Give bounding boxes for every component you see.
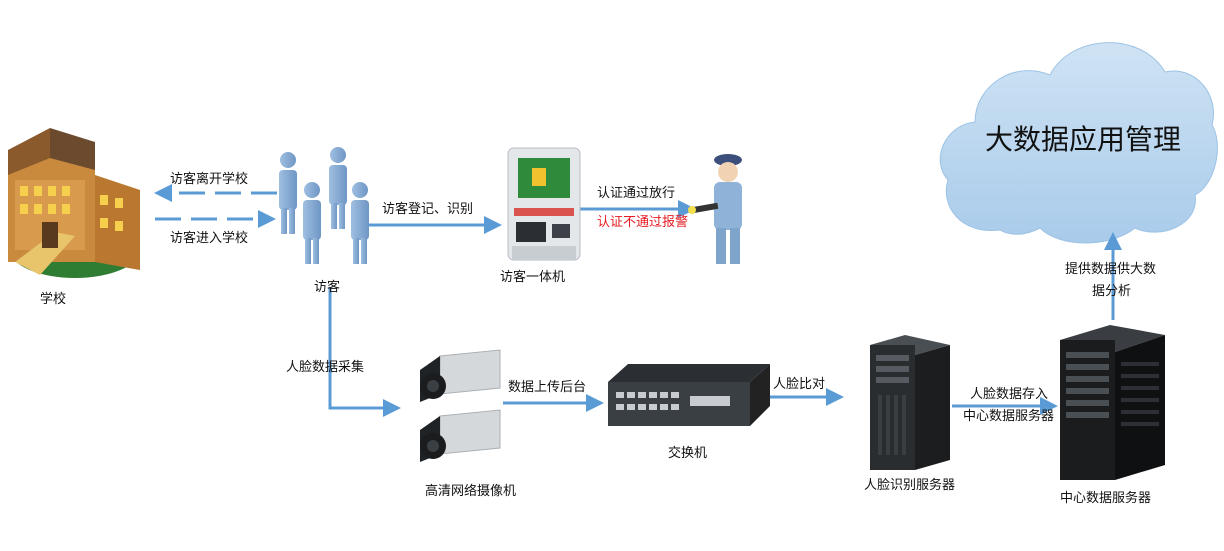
node-label-data-center: 中心数据服务器 [1060,491,1152,506]
edge-label-store-line1: 人脸数据存入 [970,387,1049,402]
camera-icon [420,349,501,402]
face-server-icon [870,335,950,470]
switch-icon [608,364,770,426]
arrows [154,184,1122,417]
edge-label-compare: 人脸比对 [773,377,826,392]
arrow-face-capture [328,287,401,417]
data-center-icon [1060,325,1165,480]
edge-label-provide-line2: 据分析 [1092,284,1132,299]
node-label-kiosk: 访客一体机 [500,270,566,285]
edge-label-alarm: 认证不通过报警 [597,215,689,230]
node-label-school: 学校 [40,292,67,307]
camera-icon [420,409,501,462]
node-label-switch: 交换机 [668,446,708,461]
person-figure [279,152,297,234]
edge-label-store-line2: 中心数据服务器 [963,409,1055,424]
edge-label-leave-school: 访客离开学校 [170,172,249,187]
visitors-icon [279,147,369,264]
person-figure [351,182,369,264]
edge-label-enter-school: 访客进入学校 [170,231,249,246]
person-figure [329,147,347,229]
school-icon [8,128,140,278]
node-label-face-server: 人脸识别服务器 [864,478,956,493]
edge-label-upload: 数据上传后台 [508,380,587,395]
edge-label-pass: 认证通过放行 [597,186,676,201]
node-label-visitors: 访客 [314,280,341,295]
cloud-title: 大数据应用管理 [985,123,1182,156]
kiosk-icon [507,147,581,261]
guard-icon [688,154,742,264]
edge-label-face-capture: 人脸数据采集 [286,360,365,375]
person-figure [303,182,321,264]
edge-label-provide-line1: 提供数据供大数 [1065,262,1157,277]
edge-label-register: 访客登记、识别 [382,202,474,217]
node-label-cameras: 高清网络摄像机 [425,484,517,499]
